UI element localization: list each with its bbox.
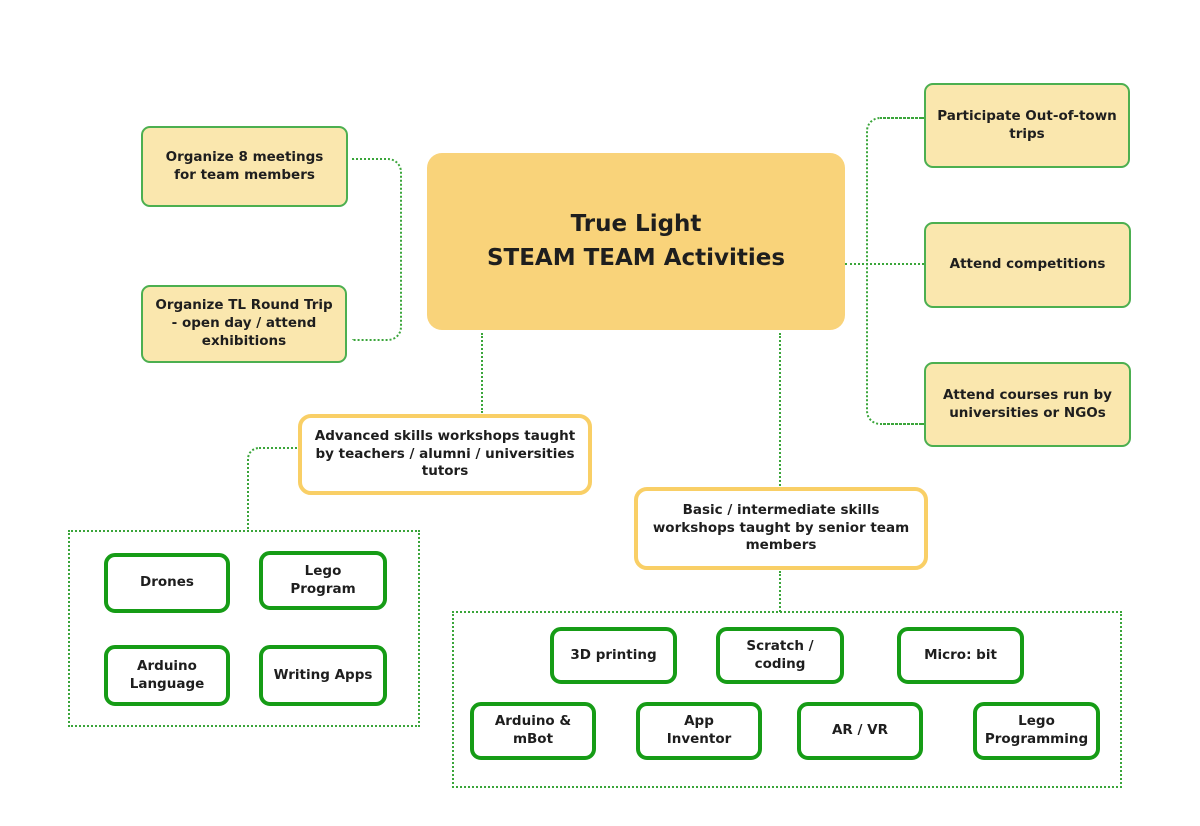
connector-right-bracket-bottom-arm (880, 423, 924, 425)
node-label: AR / VR (831, 722, 889, 739)
central-node-true-light-steam-team: True Light STEAM TEAM Activities (427, 153, 845, 330)
node-label: 3D printing (570, 646, 657, 663)
connector-right-bracket (866, 117, 924, 425)
node-label: Scratch / coding (746, 637, 814, 672)
node-label: Lego Program (290, 562, 356, 597)
connector-basic-to-right-group (779, 571, 781, 612)
connector-central-to-right-bracket (845, 263, 924, 265)
node-arduino-language: Arduino Language (104, 645, 230, 706)
connector-advanced-to-left-group (247, 447, 298, 530)
node-label: Lego Programming (984, 713, 1089, 747)
node-label: Participate Out-of-town trips (937, 107, 1117, 142)
node-lego-program: Lego Program (259, 551, 387, 610)
node-3d-printing: 3D printing (550, 627, 677, 684)
node-label: App Inventor (666, 713, 732, 747)
node-drones: Drones (104, 553, 230, 613)
connector-left-bracket (352, 158, 402, 341)
basic-skills-group-container (452, 611, 1122, 788)
central-node-title: True Light STEAM TEAM Activities (487, 208, 785, 275)
node-scratch-coding: Scratch / coding (716, 627, 844, 684)
node-label: Attend competitions (949, 256, 1106, 273)
node-writing-apps: Writing Apps (259, 645, 387, 706)
node-label: Arduino & mBot (494, 713, 572, 747)
node-label: Organize 8 meetings for team members (165, 148, 324, 183)
central-title-line2: STEAM TEAM Activities (486, 244, 786, 271)
node-label: Advanced skills workshops taught by teac… (314, 427, 576, 480)
node-attend-competitions: Attend competitions (924, 222, 1131, 308)
node-basic-workshops-header: Basic / intermediate skills workshops ta… (634, 487, 928, 570)
central-title-line1: True Light (570, 211, 702, 238)
connector-central-to-basic (779, 333, 781, 486)
advanced-skills-group-container (68, 530, 420, 727)
node-label: Attend courses run by universities or NG… (942, 386, 1112, 421)
node-label: Drones (140, 574, 194, 591)
node-attend-courses: Attend courses run by universities or NG… (924, 362, 1131, 447)
connector-central-to-advanced (481, 333, 483, 413)
node-label: Organize TL Round Trip - open day / atte… (155, 297, 333, 349)
node-advanced-workshops-header: Advanced skills workshops taught by teac… (298, 414, 592, 495)
node-label: Writing Apps (273, 666, 373, 683)
node-ar-vr: AR / VR (797, 702, 923, 760)
node-participate-trips: Participate Out-of-town trips (924, 83, 1130, 168)
connector-right-bracket-top-arm (880, 117, 924, 119)
node-label: Arduino Language (129, 657, 205, 692)
node-organize-meetings: Organize 8 meetings for team members (141, 126, 348, 207)
node-arduino-mbot: Arduino & mBot (470, 702, 596, 760)
node-lego-programming: Lego Programming (973, 702, 1100, 760)
node-label: Micro: bit (924, 646, 997, 663)
node-app-inventor: App Inventor (636, 702, 762, 760)
node-organize-round-trip: Organize TL Round Trip - open day / atte… (141, 285, 347, 363)
node-label: Basic / intermediate skills workshops ta… (652, 501, 910, 554)
node-micro-bit: Micro: bit (897, 627, 1024, 684)
